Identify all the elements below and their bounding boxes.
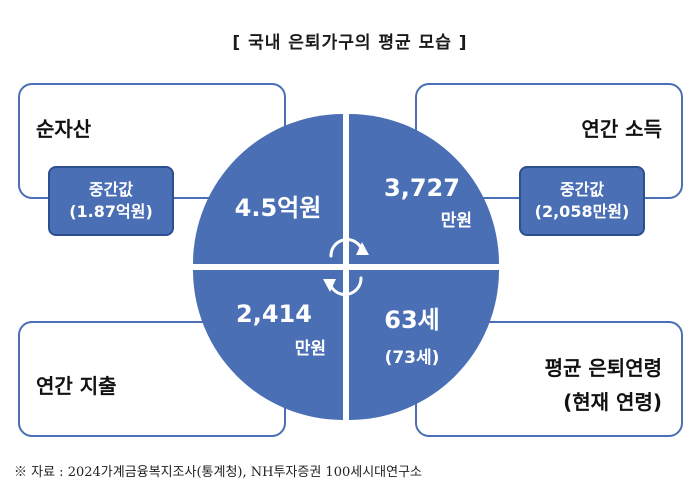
median-title: 중간값 [559, 180, 605, 199]
median-value: (1.87억원) [69, 202, 153, 221]
rotate-arrows-icon [323, 238, 369, 296]
quadrant-top-left [193, 114, 343, 264]
annual-expense-value-group: 2,414 만원 [214, 300, 334, 359]
net-assets-median-box: 중간값 (1.87억원) [48, 166, 174, 236]
annual-expense-unit: 만원 [294, 339, 326, 359]
median-title: 중간값 [88, 180, 134, 199]
retirement-age-value: 63세 [384, 306, 440, 334]
retirement-age-label: 평균 은퇴연령 [544, 356, 662, 380]
net-assets-value: 4.5억원 [234, 194, 322, 222]
annual-expense-value: 2,414 [236, 300, 312, 328]
page-title: [ 국내 은퇴가구의 평균 모습 ] [232, 33, 468, 53]
net-assets-label: 순자산 [36, 117, 92, 141]
current-age-value: (73세) [384, 348, 440, 368]
source-note: ※ 자료 : 2024가계금융복지조사(통계청), NH투자증권 100세시대연… [14, 465, 423, 480]
current-age-label: (현재 연령) [563, 390, 662, 414]
annual-income-label: 연간 소득 [581, 117, 662, 141]
annual-income-value: 3,727 [384, 174, 460, 202]
quadrant-bottom-left [193, 270, 343, 420]
annual-income-unit: 만원 [440, 211, 472, 231]
annual-income-median-box: 중간값 (2,058만원) [519, 166, 645, 236]
annual-income-value-group: 3,727 만원 [362, 174, 482, 231]
quadrant-top-right [349, 114, 499, 264]
quadrant-bottom-right [349, 270, 499, 420]
retirement-age-value-group: 63세 (73세) [362, 300, 462, 368]
median-value: (2,058만원) [534, 202, 630, 221]
annual-expense-label: 연간 지출 [36, 374, 117, 398]
